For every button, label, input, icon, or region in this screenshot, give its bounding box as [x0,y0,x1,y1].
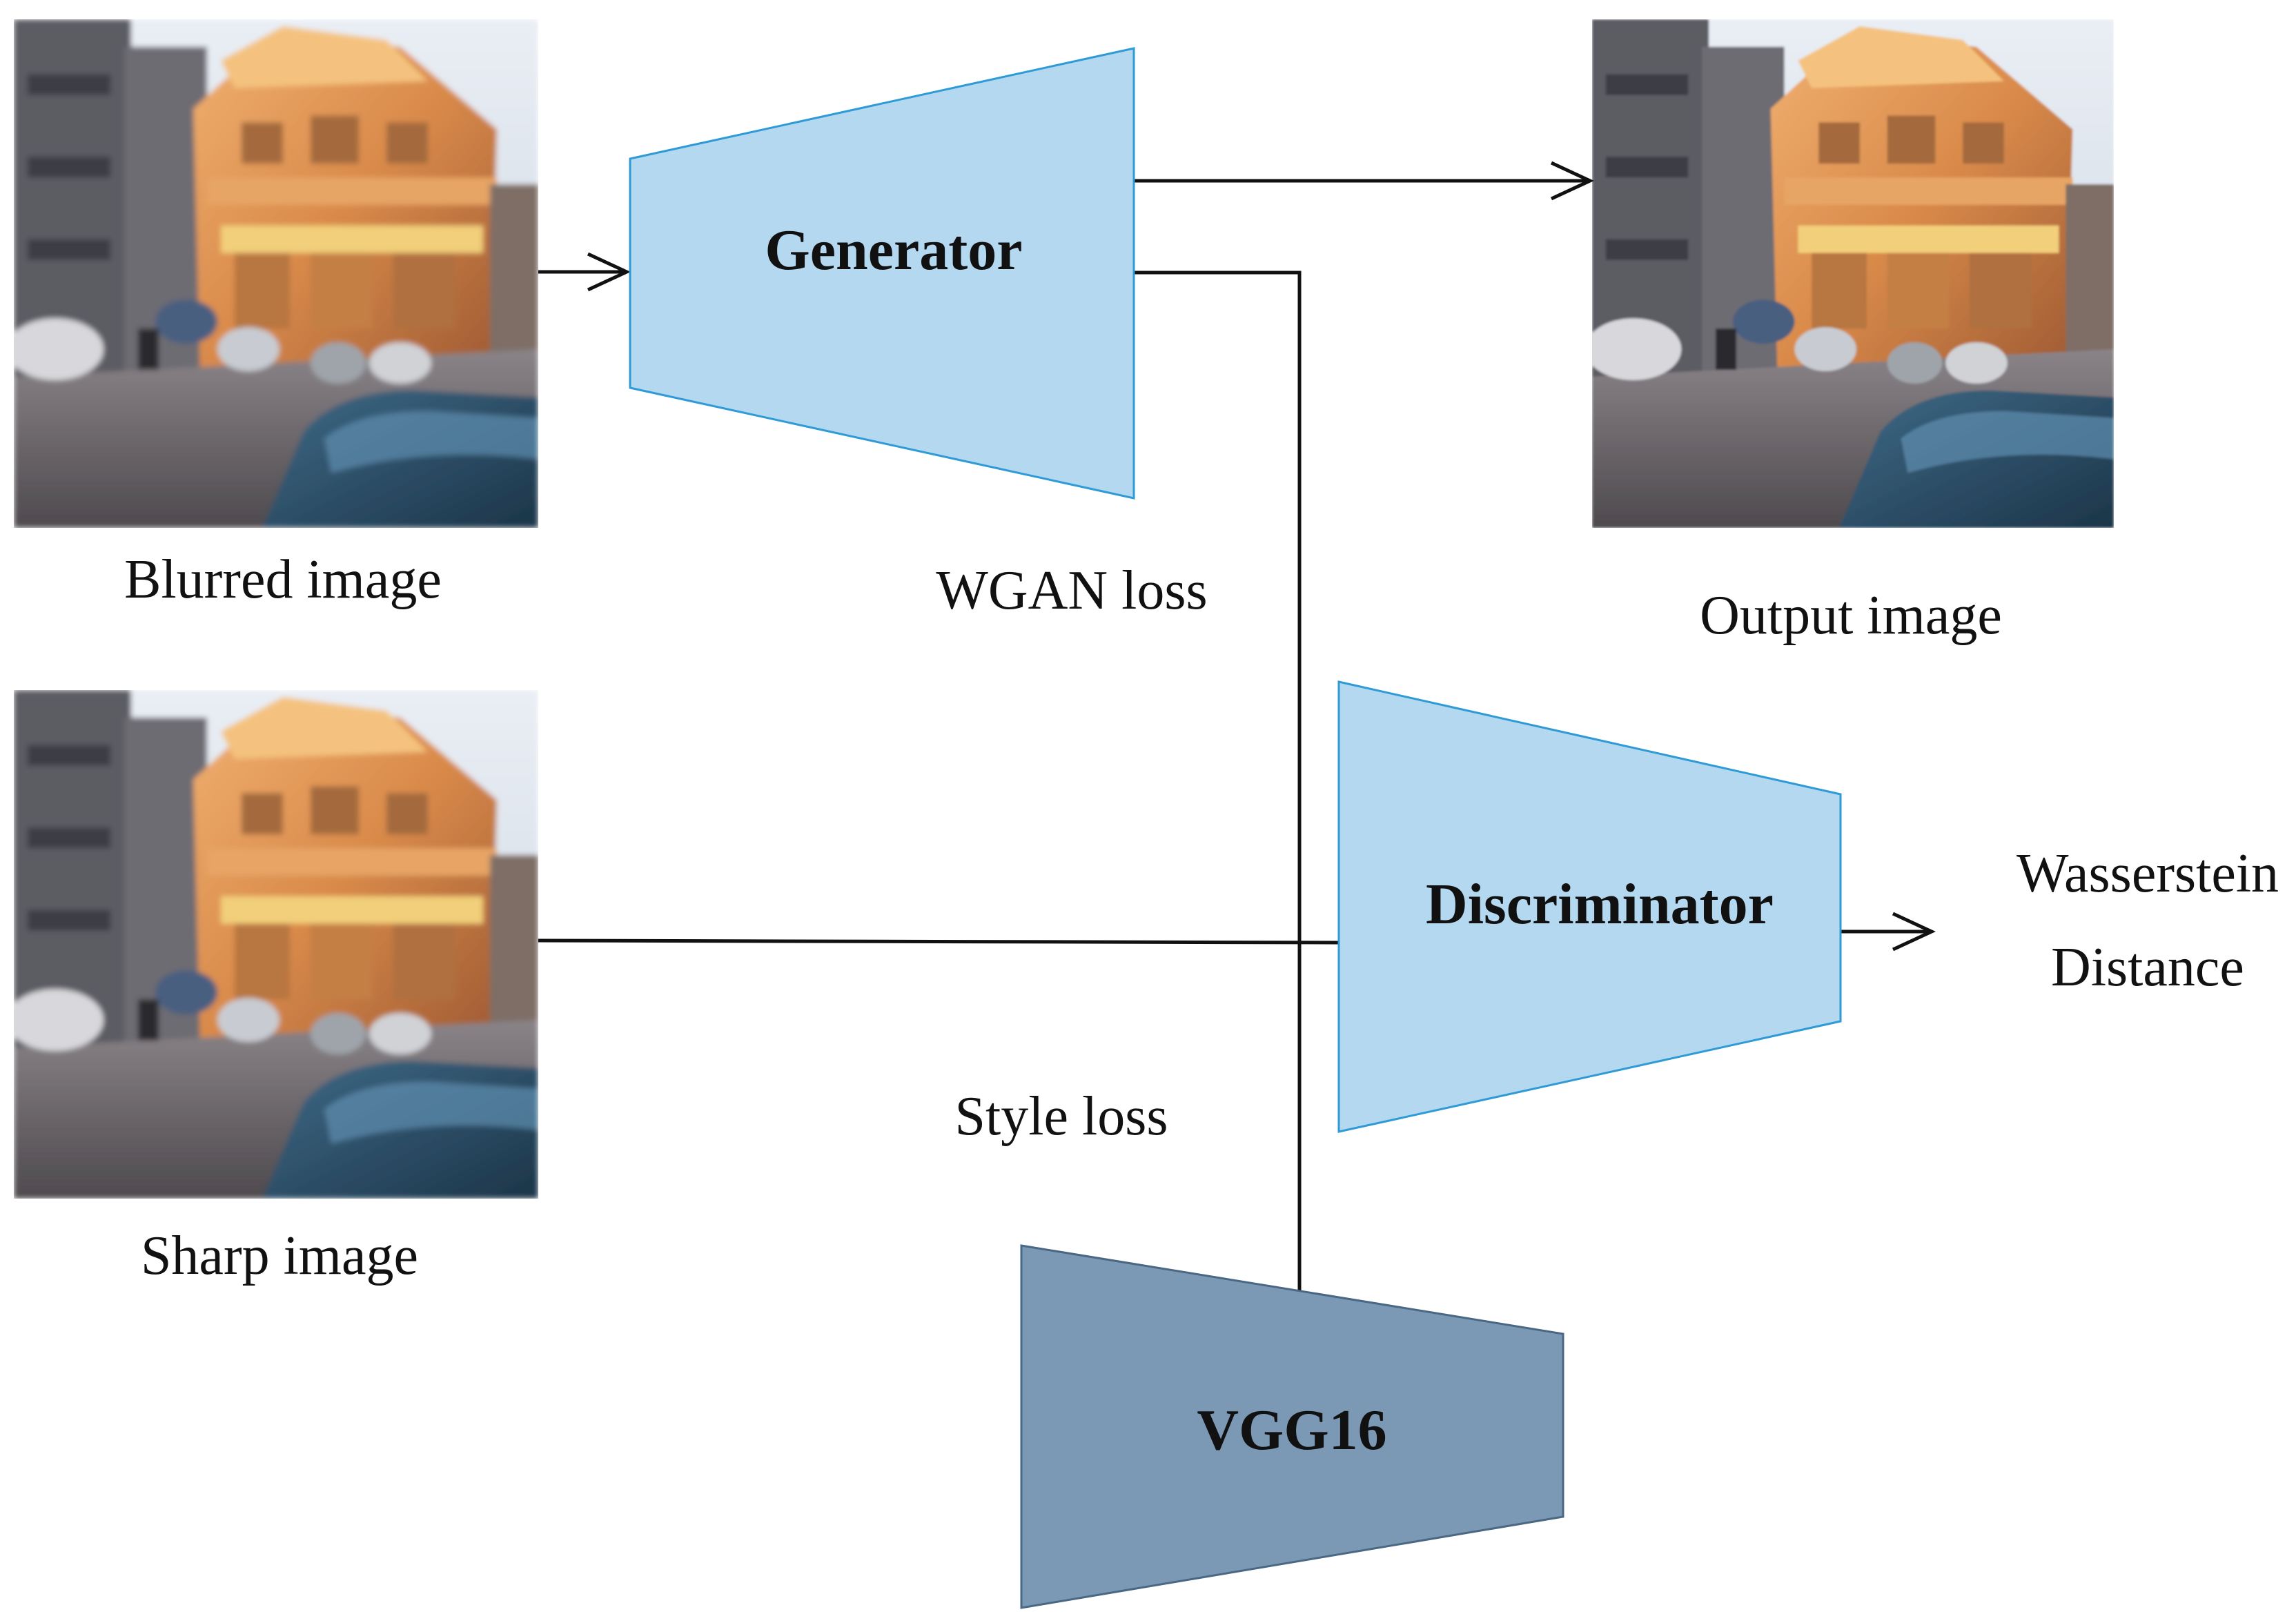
blurred-image-caption: Blurred image [124,549,442,610]
sharp-image [14,690,538,1199]
vgg16-trapezoid [1020,1244,1564,1609]
arrowhead-generator-input [587,252,631,292]
vgg16-label: VGG16 [1197,1398,1386,1462]
wasserstein-label: Wasserstein [2017,843,2279,904]
connector-sharp-to-discriminator [538,938,1340,945]
output-image [1592,19,2114,528]
sharp-image-caption: Sharp image [141,1226,418,1286]
discriminator-label: Discriminator [1426,872,1774,936]
output-image-caption: Output image [1700,585,2002,646]
generator-block: Generator [629,47,1135,500]
vgg16-block: VGG16 [1020,1244,1564,1609]
blurred-image [14,19,538,528]
distance-label: Distance [2051,937,2244,998]
generator-trapezoid [629,47,1135,500]
arrowhead-output [1550,161,1594,201]
wgan-loss-label: WGAN loss [936,560,1207,621]
connector-generator-to-vgg16 [1134,270,1302,1295]
style-loss-label: Style loss [955,1086,1168,1147]
discriminator-block: Discriminator [1337,680,1842,1133]
discriminator-trapezoid [1337,680,1842,1133]
generator-label: Generator [765,218,1022,282]
arrowhead-distance [1892,912,1936,952]
